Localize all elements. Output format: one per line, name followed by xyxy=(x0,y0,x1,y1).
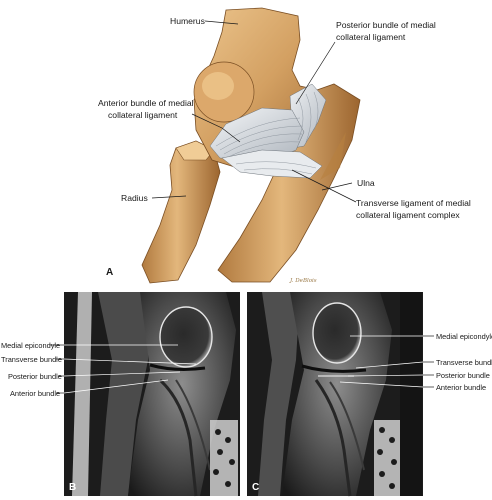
label-radius: Radius xyxy=(121,193,148,203)
label-humerus: Humerus xyxy=(170,16,205,26)
panel-b-mri: Medial epicondyle Transverse bundle Post… xyxy=(1,292,240,497)
label-posterior-bundle-line2: collateral ligament xyxy=(336,32,406,42)
mri-c-label-anterior-bundle: Anterior bundle xyxy=(436,383,486,392)
label-anterior-bundle-line2: collateral ligament xyxy=(108,110,178,120)
panel-letter-c: C xyxy=(252,482,259,493)
radius-bone xyxy=(141,140,221,284)
mri-b-condyle xyxy=(159,306,213,368)
illustrator-signature: J. DeBlois xyxy=(289,278,317,284)
mri-b-label-posterior-bundle: Posterior bundle xyxy=(8,372,62,381)
mri-b-label-transverse-bundle: Transverse bundle xyxy=(1,355,62,364)
label-ulna: Ulna xyxy=(357,178,375,188)
mri-b-label-medial-epicondyle: Medial epicondyle xyxy=(1,341,60,350)
panel-letter-b: B xyxy=(69,482,76,493)
mri-c-label-posterior-bundle: Posterior bundle xyxy=(436,371,490,380)
panel-b-leader-lines xyxy=(50,344,197,394)
mri-c-condyle xyxy=(312,302,362,364)
panel-letter-a: A xyxy=(106,267,113,278)
mri-b-label-anterior-bundle: Anterior bundle xyxy=(10,389,60,398)
mri-c-label-medial-epicondyle: Medial epicondyle xyxy=(436,332,492,341)
panel-c-mri: Medial epicondyle Transverse bundle Post… xyxy=(247,292,492,497)
mri-c-label-transverse-bundle: Transverse bundle xyxy=(436,358,492,367)
panel-a-leader-lines xyxy=(151,20,357,203)
label-posterior-bundle-line1: Posterior bundle of medial xyxy=(336,20,436,30)
panel-c-leader-lines xyxy=(339,335,434,388)
panel-a-illustration: Humerus Posterior bundle of medial colla… xyxy=(98,7,471,284)
label-anterior-bundle-line1: Anterior bundle of medial xyxy=(98,98,194,108)
label-transverse-line1: Transverse ligament of medial xyxy=(356,198,471,208)
label-transverse-line2: collateral ligament complex xyxy=(356,210,460,220)
